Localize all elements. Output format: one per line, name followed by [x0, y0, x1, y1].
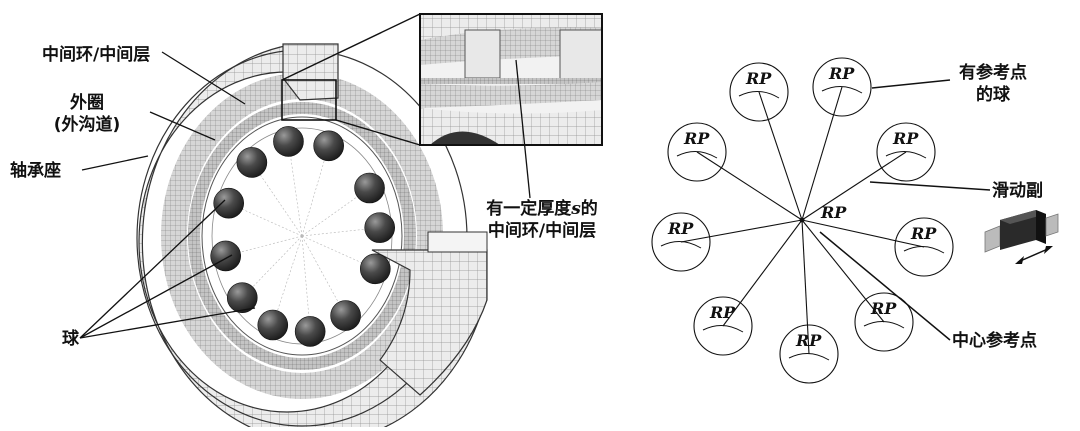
ball: [213, 187, 245, 219]
label-outer-ring-line2: (外沟道): [53, 115, 121, 135]
ball: [294, 316, 326, 347]
rp-ball-circles: RP RP RP RP RP RP RP RP RP: [651, 57, 954, 384]
center-rp-dot: [799, 217, 805, 223]
ball: [273, 126, 304, 157]
rp-ball-circle: [812, 57, 872, 117]
sliding-pair-icon: [984, 210, 1059, 264]
rp-spoke: [801, 151, 907, 221]
ball: [210, 240, 242, 272]
label-thickness-prefix: 有一定厚度: [486, 199, 572, 219]
ball: [257, 309, 289, 341]
center-spoke: [301, 235, 346, 316]
ball: [236, 147, 268, 178]
label-ball-with-rp: 有参考点 的球: [948, 62, 1038, 106]
rp-label: RP: [745, 69, 772, 88]
center-spoke: [251, 162, 303, 237]
center-rp-text: RP: [820, 203, 847, 222]
label-outer-ring-line1: 外圈: [70, 93, 104, 113]
ball: [330, 300, 361, 331]
label-sliding-pair: 滑动副: [992, 181, 1043, 201]
rp-ball-circle: [667, 122, 727, 182]
rp-ball-arc: [738, 91, 780, 99]
rp-ball-arc: [885, 151, 927, 159]
rp-ball-arc: [788, 353, 830, 361]
rp-ball-circle: [651, 212, 711, 272]
cut-face: [427, 231, 488, 253]
rp-spoke: [801, 219, 810, 355]
center-spoke: [228, 202, 303, 237]
rp-model: RP RP RP RP RP RP RP RP RP RP: [651, 57, 1059, 384]
cut-section: [371, 249, 488, 396]
label-ball-with-rp-line2: 的球: [976, 85, 1010, 105]
label-thickness-line2: 中间环/中间层: [487, 221, 597, 241]
rp-label: RP: [683, 129, 710, 148]
label-thickness-var: s: [571, 199, 581, 219]
ball: [313, 130, 344, 162]
raceway-edge: [201, 116, 403, 356]
rp-spoke: [722, 219, 803, 327]
rp-label: RP: [795, 331, 822, 350]
ball: [354, 172, 385, 204]
rp-label: RP: [892, 129, 919, 148]
zoom-source-box: [281, 79, 337, 121]
rp-label: RP: [828, 64, 855, 83]
rp-ball-circle: [729, 62, 789, 122]
label-ball-with-rp-line1: 有参考点: [959, 63, 1027, 83]
label-thickness-suffix: 的: [580, 199, 598, 219]
rp-spoke: [696, 151, 803, 221]
zoom-inset-frame: [419, 13, 603, 146]
rp-label: RP: [709, 303, 736, 322]
ball: [364, 212, 396, 243]
rp-spoke: [801, 219, 885, 323]
rp-ball-circle: [854, 292, 914, 352]
label-ball: 球: [62, 329, 79, 349]
rp-spoke: [801, 219, 925, 248]
rp-label: RP: [910, 224, 937, 243]
rp-label: RP: [667, 219, 694, 238]
ball: [359, 253, 391, 285]
label-thickness: 有一定厚度s的 中间环/中间层: [480, 198, 604, 242]
rp-spoke: [680, 219, 803, 243]
label-outer-ring: 外圈 (外沟道): [32, 92, 142, 136]
rp-ball-arc: [660, 241, 702, 249]
zoom-inset: [420, 14, 602, 145]
rp-label: RP: [870, 299, 897, 318]
rp-ball-circle: [894, 217, 954, 277]
top-section-block: [282, 43, 339, 101]
rp-ball-arc: [903, 246, 945, 254]
middle-ring: [188, 102, 416, 370]
ball-set: [210, 126, 396, 347]
center-spoke: [301, 235, 376, 270]
label-thickness-line1: 有一定厚度s的: [480, 198, 604, 220]
label-middle-ring: 中间环/中间层: [42, 45, 151, 65]
bearing-model: [136, 13, 603, 431]
rp-ball-arc: [821, 86, 863, 94]
rp-spoke: [801, 86, 843, 221]
label-housing: 轴承座: [10, 161, 61, 181]
leader-lines-right: [819, 79, 991, 341]
rp-ball-arc: [863, 321, 905, 329]
rp-ball-circle: [779, 324, 839, 384]
leader-lines-left: [79, 51, 531, 339]
rp-ball-arc: [676, 151, 718, 159]
rp-ball-arc: [702, 325, 744, 333]
rp-ball-circle: [693, 296, 753, 356]
rp-spoke: [758, 91, 803, 221]
rp-ball-circle: [876, 122, 936, 182]
label-center-rp: 中心参考点: [952, 331, 1037, 351]
ball: [226, 282, 258, 314]
rp-spokes: [680, 86, 925, 355]
